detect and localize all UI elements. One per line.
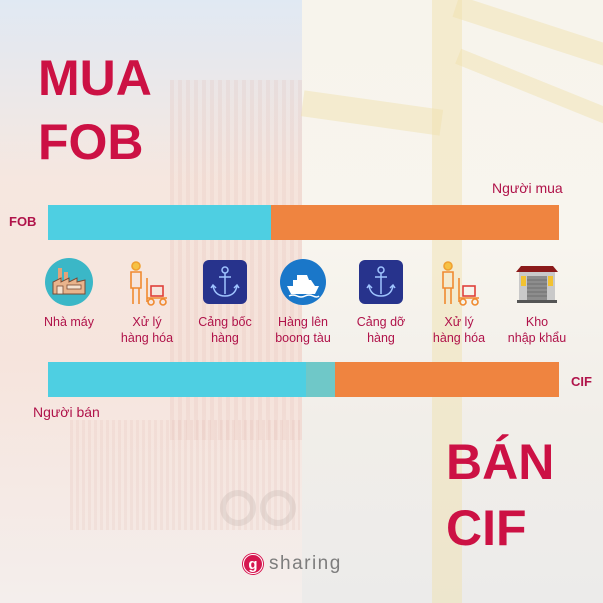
step-cargo-handling: Xử lý hàng hóa — [420, 258, 498, 346]
worker-forklift-icon — [123, 258, 171, 306]
brand-name: sharing — [269, 553, 342, 574]
crane-beam — [300, 90, 444, 136]
step-discharge-port: Cảng dỡ hàng — [342, 258, 420, 346]
wheel — [260, 490, 296, 526]
crane-beam — [432, 0, 462, 603]
step-label: Cảng bốc hàng — [198, 315, 252, 345]
step-label: Xử lý hàng hóa — [432, 315, 486, 345]
step-label: Nhà máy — [43, 315, 95, 329]
anchor-icon — [201, 258, 249, 306]
cif-overlap-segment — [306, 362, 335, 397]
cif-responsibility-bar — [48, 362, 559, 397]
step-on-board: Hàng lên boong tàu — [264, 258, 342, 346]
anchor-icon — [357, 258, 405, 306]
headline-buy-line1: MUA — [38, 50, 152, 106]
step-cargo-handling: Xử lý hàng hóa — [108, 258, 186, 346]
crane-beam — [455, 48, 603, 128]
cif-label: CIF — [571, 374, 592, 389]
warehouse-icon — [513, 258, 561, 306]
step-label: Cảng dỡ hàng — [356, 315, 406, 345]
step-import-warehouse: Kho nhập khẩu — [498, 258, 576, 346]
step-loading-port: Cảng bốc hàng — [186, 258, 264, 346]
brand-mark-icon: g — [243, 554, 263, 574]
truck-illustration — [70, 420, 300, 530]
shipping-steps: Nhà máy Xử lý hàng hóa — [30, 258, 590, 346]
step-label: Hàng lên boong tàu — [275, 315, 331, 345]
fob-seller-segment — [48, 205, 271, 240]
buyer-label: Người mua — [492, 180, 563, 196]
headline-buy-line2: FOB — [38, 114, 144, 170]
fob-label: FOB — [9, 214, 37, 229]
cif-buyer-segment — [335, 362, 559, 397]
wheel — [220, 490, 256, 526]
fob-buyer-segment — [271, 205, 559, 240]
worker-forklift-icon — [435, 258, 483, 306]
headline-sell-line2: CIF — [446, 500, 527, 556]
brand-logo: g sharing — [243, 553, 342, 575]
fob-responsibility-bar — [48, 205, 559, 240]
ship-icon — [279, 258, 327, 306]
step-factory: Nhà máy — [30, 258, 108, 346]
factory-icon — [45, 258, 93, 306]
step-label: Xử lý hàng hóa — [120, 315, 174, 345]
seller-label: Người bán — [33, 404, 100, 420]
headline-sell-line1: BÁN — [446, 434, 555, 490]
step-label: Kho nhập khẩu — [507, 315, 567, 345]
cif-seller-segment — [48, 362, 306, 397]
